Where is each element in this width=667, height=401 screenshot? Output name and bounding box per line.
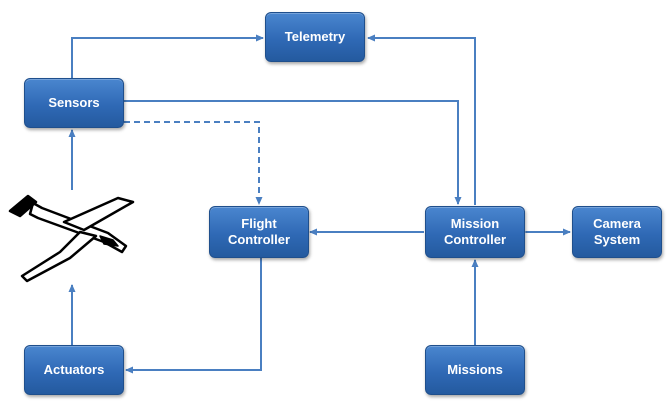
missions-label: Missions [447,362,503,377]
flight-controller-label-line1: Flight [241,216,277,231]
arrow-mission-to-telemetry [367,34,476,205]
telemetry-node[interactable]: Telemetry [265,12,365,62]
flight-controller-node[interactable]: Flight Controller [209,206,309,258]
actuators-node[interactable]: Actuators [24,345,124,395]
flight-controller-label-line2: Controller [227,232,291,247]
mission-controller-label-line1: Mission [450,216,500,231]
arrow-flight-to-actuators [125,258,262,374]
camera-system-label-line1: Camera [593,216,641,231]
arrow-sensors-to-telemetry [71,34,264,78]
actuators-label: Actuators [43,362,105,377]
arrow-sensors-to-flight-dashed [124,121,263,205]
arrow-sensors-to-mission [124,100,462,205]
mission-controller-label-line2: Controller [443,232,507,247]
mission-controller-node[interactable]: Mission Controller [425,206,525,258]
missions-node[interactable]: Missions [425,345,525,395]
telemetry-label: Telemetry [284,29,346,44]
sensors-node[interactable]: Sensors [24,78,124,128]
glider-aircraft-icon [8,194,135,283]
camera-system-node[interactable]: Camera System [572,206,662,258]
camera-system-label-line2: System [593,232,641,247]
sensors-label: Sensors [48,95,100,110]
